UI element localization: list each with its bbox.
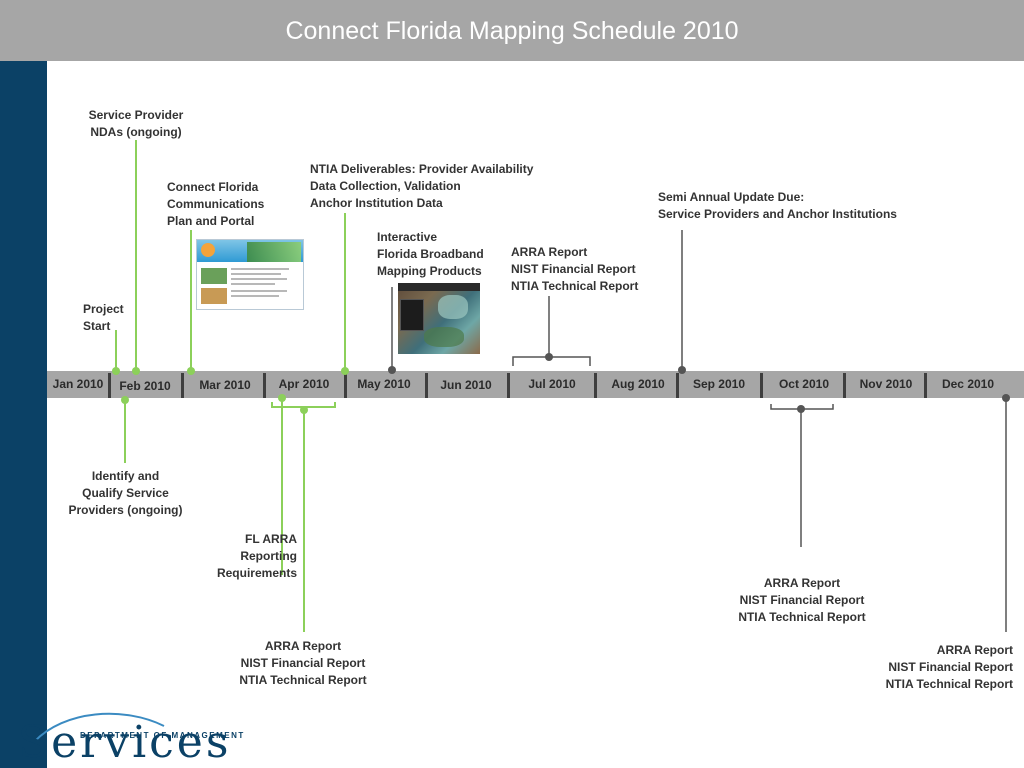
month-divider: [843, 373, 846, 398]
label-communications-plan: Connect Florida Communications Plan and …: [167, 180, 265, 228]
month-divider: [263, 373, 266, 398]
logo-wordmark: Services: [18, 717, 232, 768]
month-divider: [108, 373, 111, 398]
month-label-jul: Jul 2010: [528, 377, 576, 391]
month-divider: [425, 373, 428, 398]
marker-ntia-deliverables: [341, 367, 349, 375]
portal-screenshot-thumbnail: [196, 239, 304, 310]
label-arra-report-apr: ARRA Report NIST Financial Report NTIA T…: [239, 639, 367, 687]
month-label-sep: Sep 2010: [692, 377, 746, 391]
label-fl-arra-reporting: FL ARRA Reporting Requirements: [216, 532, 297, 580]
marker-arra-apr: [300, 406, 308, 414]
label-arra-report-dec: ARRA Report NIST Financial Report NTIA T…: [885, 643, 1013, 691]
slide-title: Connect Florida Mapping Schedule 2010: [0, 0, 1024, 61]
label-mapping-products: Interactive Florida Broadband Mapping Pr…: [377, 230, 484, 278]
marker-arra-jul: [545, 353, 553, 361]
marker-communications: [187, 367, 195, 375]
services-logo: Services DEPARTMENT OF MANAGEMENT: [14, 708, 243, 768]
label-semi-annual-update: Semi Annual Update Due: Service Provider…: [658, 190, 897, 221]
marker-arra-dec: [1002, 394, 1010, 402]
month-label-nov: Nov 2010: [859, 377, 913, 391]
marker-project-start: [112, 367, 120, 375]
month-label-may: May 2010: [357, 377, 411, 391]
month-label-apr: Apr 2010: [278, 377, 330, 391]
month-label-oct: Oct 2010: [778, 377, 830, 391]
month-label-mar: Mar 2010: [199, 378, 251, 392]
month-divider: [181, 373, 184, 398]
label-identify-providers: Identify and Qualify Service Providers (…: [68, 469, 183, 517]
month-label-jan: Jan 2010: [52, 377, 104, 391]
left-accent-stripe: [0, 61, 47, 768]
marker-fl-arra: [278, 394, 286, 402]
logo-swoosh-icon: [33, 712, 165, 743]
month-label-aug: Aug 2010: [611, 377, 665, 391]
label-project-start: Project Start: [83, 302, 124, 333]
logo-department: DEPARTMENT OF MANAGEMENT: [80, 731, 245, 740]
timeline-bar: [47, 371, 1024, 398]
marker-ndas: [132, 367, 140, 375]
label-ntia-deliverables: NTIA Deliverables: Provider Availability…: [310, 162, 534, 210]
label-arra-report-oct: ARRA Report NIST Financial Report NTIA T…: [738, 576, 866, 624]
month-divider: [594, 373, 597, 398]
month-divider: [760, 373, 763, 398]
month-label-dec: Dec 2010: [941, 377, 995, 391]
marker-mapping-products: [388, 366, 396, 374]
marker-semi-annual: [678, 366, 686, 374]
month-divider: [924, 373, 927, 398]
month-divider: [507, 373, 510, 398]
broadband-map-thumbnail: [398, 283, 480, 354]
marker-identify: [121, 396, 129, 404]
month-label-feb: Feb 2010: [119, 379, 171, 393]
marker-arra-oct: [797, 405, 805, 413]
label-arra-report-jul: ARRA Report NIST Financial Report NTIA T…: [511, 245, 639, 293]
label-service-provider-ndas: Service Provider NDAs (ongoing): [88, 108, 184, 139]
month-divider: [676, 373, 679, 398]
month-divider: [344, 373, 347, 398]
month-label-jun: Jun 2010: [440, 378, 492, 392]
